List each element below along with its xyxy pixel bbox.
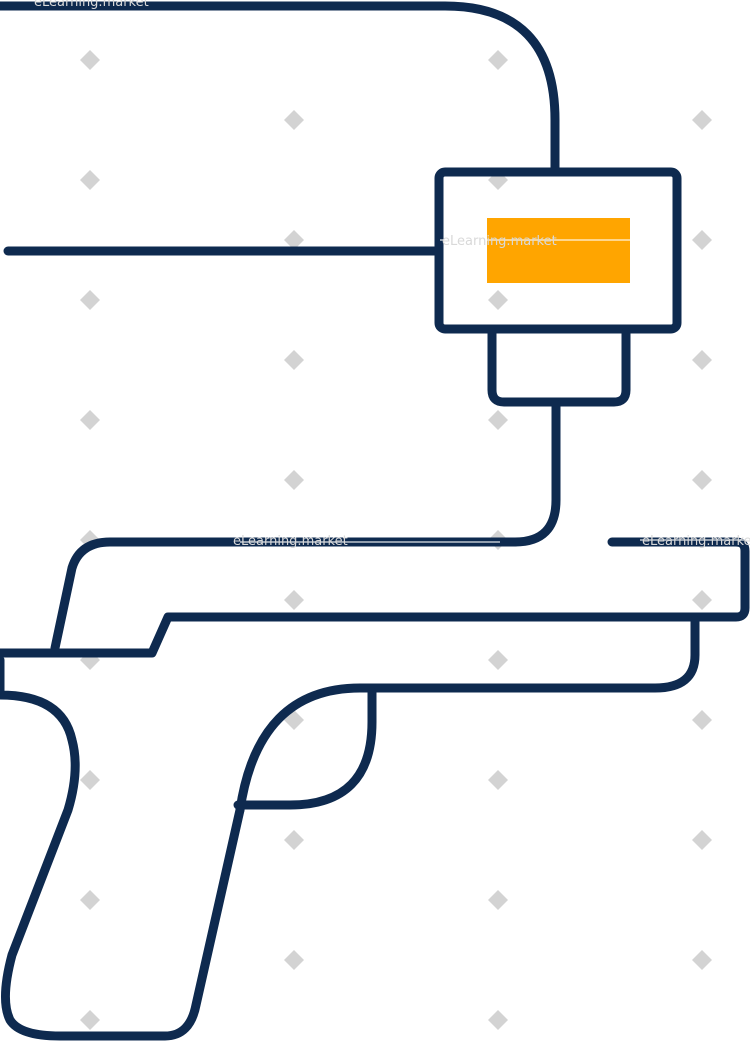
watermark-diamond: [284, 470, 304, 490]
watermark-diamond: [692, 110, 712, 130]
gun-grip: [0, 655, 245, 1041]
watermark-diamond: [692, 590, 712, 610]
watermark-diamond-pattern: [80, 50, 712, 1030]
watermark-diamond: [488, 890, 508, 910]
watermark-diamond: [284, 350, 304, 370]
watermark-text: eLearning.market: [642, 534, 750, 549]
watermark-diamond: [488, 290, 508, 310]
watermark-diamond: [692, 470, 712, 490]
watermark-diamond: [692, 230, 712, 250]
watermark-text: eLearning.market: [34, 0, 149, 10]
watermark-diamond: [488, 650, 508, 670]
watermark-diamond: [284, 590, 304, 610]
watermark-diamond: [692, 350, 712, 370]
gun-frame: [235, 615, 700, 815]
lower-cable-line: [510, 399, 561, 547]
watermark-diamond: [80, 890, 100, 910]
watermark-diamond: [692, 710, 712, 730]
watermark-diamond: [692, 950, 712, 970]
watermark-text-layer: eLearning.market eLearning.market eLearn…: [34, 0, 750, 549]
watermark-diamond: [80, 170, 100, 190]
watermark-diamond: [80, 1010, 100, 1030]
watermark-diamond: [488, 410, 508, 430]
watermark-diamond: [692, 830, 712, 850]
watermark-diamond: [284, 950, 304, 970]
watermark-diamond: [488, 50, 508, 70]
gun-slide: [0, 537, 750, 658]
watermark-diamond: [80, 410, 100, 430]
watermark-diamond: [80, 50, 100, 70]
watermark-text: eLearning.market: [233, 534, 348, 549]
watermark-diamond: [488, 770, 508, 790]
scanner-connector: [487, 327, 631, 407]
watermark-diamond: [488, 1010, 508, 1030]
scanner-device-body: [434, 167, 682, 334]
watermark-diamond: [80, 770, 100, 790]
watermark-diamond: [284, 830, 304, 850]
watermark-diamond: [80, 290, 100, 310]
trigger-guard: [233, 687, 377, 810]
watermark-text: eLearning.market: [442, 234, 557, 249]
scanner-screen-display: [487, 218, 630, 283]
watermark-diamond: [284, 230, 304, 250]
watermark-diamond: [284, 110, 304, 130]
top-cable-line: [0, 1, 560, 175]
